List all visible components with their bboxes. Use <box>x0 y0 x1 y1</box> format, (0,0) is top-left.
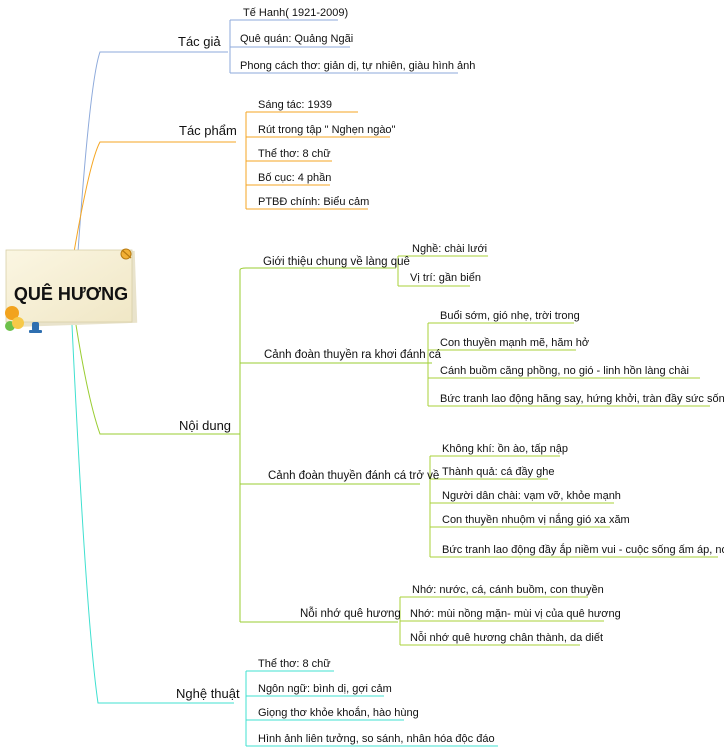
leaf-node: Giọng thơ khỏe khoắn, hào hùng <box>258 706 419 719</box>
leaf-node: PTBĐ chính: Biểu cảm <box>258 196 369 208</box>
leaf-node: Cánh buồm căng phồng, no gió - linh hồn … <box>440 365 689 377</box>
sub-node-label: Cảnh đoàn thuyền đánh cá trở về <box>268 470 439 482</box>
leaf-node: Vị trí: gần biển <box>410 272 481 284</box>
sub-node-label: Nỗi nhớ quê hương <box>300 607 401 620</box>
branch-tac-pham[interactable]: Tác phẩm Sáng tác: 1939 Rút trong tập " … <box>179 99 396 208</box>
leaf-node: Nỗi nhớ quê hương chân thành, da diết <box>410 631 603 644</box>
leaf-node: Bức tranh lao động đầy ắp niềm vui - cuộ… <box>442 543 724 556</box>
leaf-node: Thành quả: cá đầy ghe <box>442 466 555 478</box>
connector-lines <box>71 19 718 747</box>
leaf-node: Con thuyền mạnh mẽ, hăm hở <box>440 337 589 349</box>
leaf-node: Buổi sớm, gió nhẹ, trời trong <box>440 310 580 322</box>
leaf-node: Rút trong tập " Nghẹn ngào" <box>258 124 396 136</box>
leaf-node: Phong cách thơ: giản dị, tự nhiên, giàu … <box>240 60 475 72</box>
connector-line <box>75 324 234 435</box>
branch-label: Tác giả <box>178 34 221 49</box>
leaf-node: Quê quán: Quảng Ngãi <box>240 33 353 45</box>
leaf-node: Bức tranh lao động hăng say, hứng khởi, … <box>440 393 724 405</box>
branch-label: Nghệ thuật <box>176 686 240 701</box>
leaf-node: Hình ảnh liên tưởng, so sánh, nhân hóa đ… <box>258 733 495 745</box>
sub-node-tro-ve[interactable]: Cảnh đoàn thuyền đánh cá trở về Không kh… <box>268 443 724 556</box>
branch-noi-dung[interactable]: Nội dung Giới thiệu chung về làng quê Ng… <box>179 243 724 644</box>
leaf-node: Thể thơ: 8 chữ <box>258 658 331 670</box>
pin-icon <box>120 248 132 260</box>
branch-tac-gia[interactable]: Tác giả Tế Hanh( 1921-2009) Quê quán: Qu… <box>178 7 475 72</box>
root-label: QUÊ HƯƠNG <box>14 283 128 304</box>
sub-node-label: Giới thiệu chung về làng quê <box>263 256 410 268</box>
leaf-node: Không khí: ồn ào, tấp nập <box>442 443 568 455</box>
sub-node-label: Cảnh đoàn thuyền ra khơi đánh cá <box>264 349 442 361</box>
branch-label: Nội dung <box>179 418 231 433</box>
sub-node-noi-nho[interactable]: Nỗi nhớ quê hương Nhớ: nước, cá, cánh bu… <box>300 584 621 644</box>
leaf-node: Nghề: chài lưới <box>412 243 487 255</box>
root-node[interactable]: QUÊ HƯƠNG <box>5 248 138 333</box>
branch-nghe-thuat[interactable]: Nghệ thuật Thể thơ: 8 chữ Ngôn ngữ: bình… <box>176 658 495 745</box>
magnet-icon <box>5 306 42 333</box>
connector-line <box>77 51 228 253</box>
leaf-node: Người dân chài: vạm vỡ, khỏe mạnh <box>442 490 621 502</box>
leaf-node: Tế Hanh( 1921-2009) <box>243 7 348 19</box>
connector-line <box>73 141 236 253</box>
connector-line <box>71 324 234 704</box>
sub-node-gioi-thieu[interactable]: Giới thiệu chung về làng quê Nghề: chài … <box>263 243 487 284</box>
branch-label: Tác phẩm <box>179 123 237 138</box>
sub-node-ra-khoi[interactable]: Cảnh đoàn thuyền ra khơi đánh cá Buổi sớ… <box>264 310 724 405</box>
leaf-node: Thể thơ: 8 chữ <box>258 148 331 160</box>
leaf-node: Ngôn ngữ: bình dị, gợi cảm <box>258 683 392 695</box>
leaf-node: Bố cục: 4 phần <box>258 172 331 184</box>
leaf-node: Con thuyền nhuộm vị nắng gió xa xăm <box>442 513 630 526</box>
leaf-node: Nhớ: mùi nồng mặn- mùi vị của quê hương <box>410 608 621 620</box>
leaf-node: Nhớ: nước, cá, cánh buồm, con thuyền <box>412 584 604 596</box>
connector-line <box>239 267 396 271</box>
leaf-node: Sáng tác: 1939 <box>258 99 332 111</box>
